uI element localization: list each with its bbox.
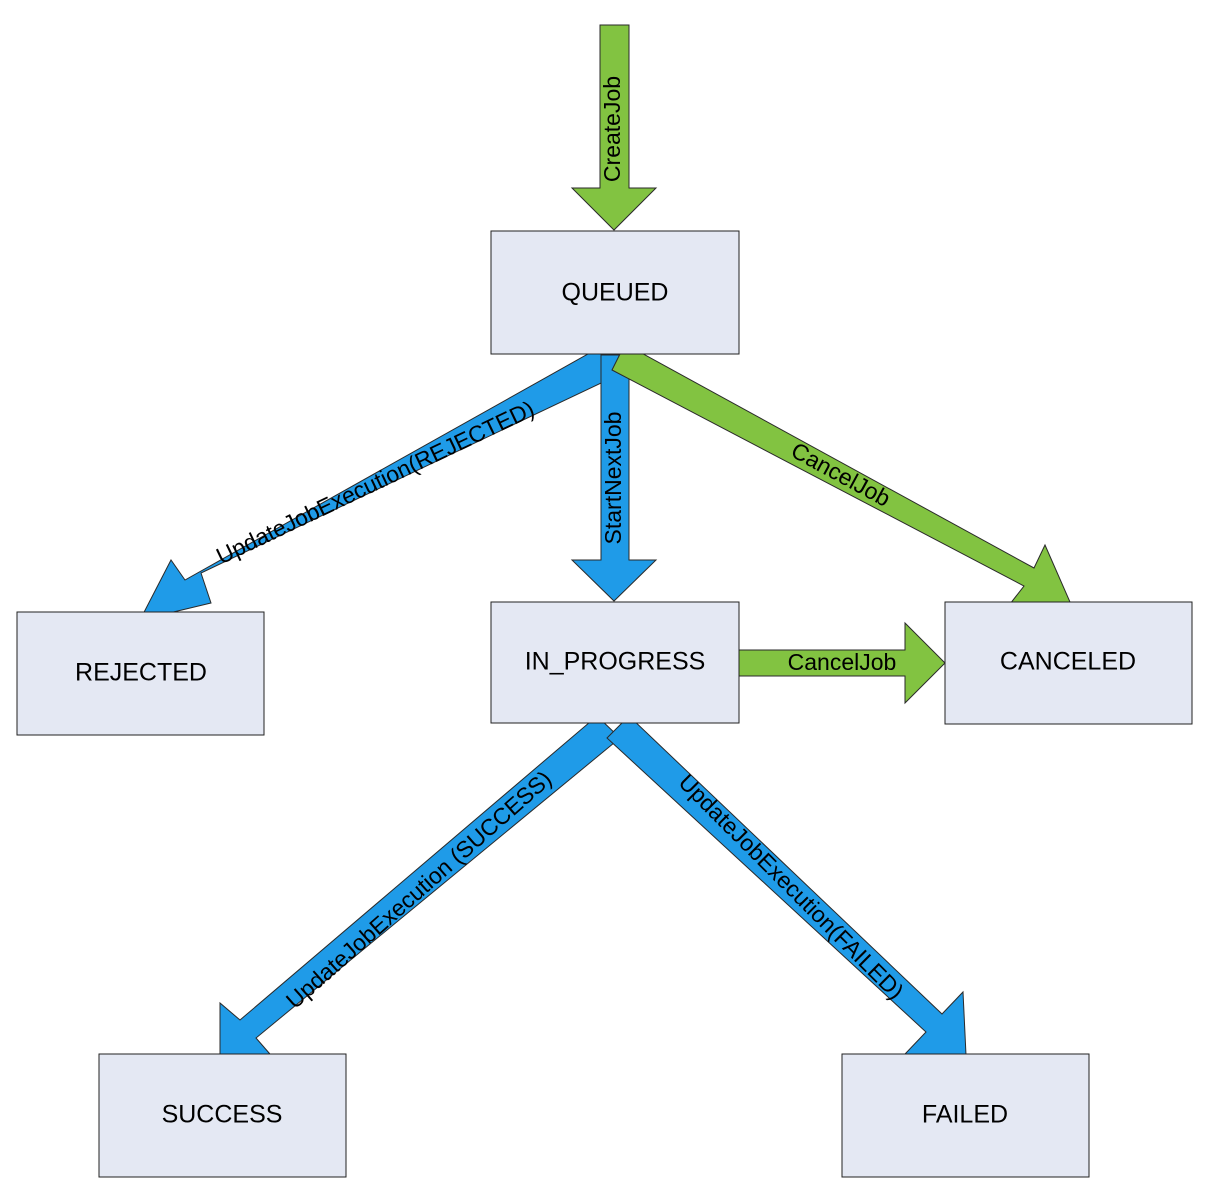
state-rejected-label: REJECTED [75, 659, 207, 687]
reject-label: UpdateJobExecution(REJECTED) [212, 395, 538, 569]
state-rejected-box [16, 611, 265, 736]
state-rejected: REJECTED [16, 611, 265, 736]
state-queued-box [490, 230, 740, 355]
state-queued-label: QUEUED [562, 279, 669, 307]
reject-arrow: UpdateJobExecution(REJECTED) [139, 344, 619, 621]
state-in-progress-box [490, 601, 740, 724]
state-success-box [98, 1053, 347, 1178]
state-in-progress-label: IN_PROGRESS [525, 648, 706, 676]
create-job-arrow: CreateJob [570, 24, 658, 231]
cancel-job-in-progress-arrow-shape [738, 621, 946, 705]
state-success-label: SUCCESS [162, 1101, 283, 1129]
state-failed-label: FAILED [922, 1101, 1008, 1129]
cancel-job-in-progress-label: CancelJob [788, 649, 897, 675]
state-canceled: CANCELED [944, 601, 1193, 725]
start-next-job-arrow-shape [570, 354, 658, 602]
state-canceled-box [944, 601, 1193, 725]
success-arrow: UpdateJobExecution (SUCCESS) [219, 715, 621, 1062]
start-next-job-arrow: StartNextJob [570, 354, 658, 602]
create-job-arrow-shape [570, 24, 658, 231]
state-failed: FAILED [841, 1053, 1090, 1178]
state-queued: QUEUED [490, 230, 740, 355]
failed-arrow: UpdateJobExecution(FAILED) [606, 715, 967, 1056]
cancel-job-in-progress-arrow: CancelJob [738, 621, 946, 705]
state-canceled-label: CANCELED [1000, 648, 1136, 676]
cancel-job-queued-label: CancelJob [787, 437, 895, 512]
state-in-progress: IN_PROGRESS [490, 601, 740, 724]
create-job-label: CreateJob [599, 76, 625, 182]
state-failed-box [841, 1053, 1090, 1178]
failed-label: UpdateJobExecution(FAILED) [674, 769, 909, 1004]
state-success: SUCCESS [98, 1053, 347, 1178]
start-next-job-label: StartNextJob [600, 412, 626, 545]
cancel-job-queued-arrow: CancelJob [611, 343, 1071, 605]
cancel-job-queued-arrow-shape [611, 343, 1071, 605]
success-label: UpdateJobExecution (SUCCESS) [281, 765, 557, 1013]
failed-arrow-shape [606, 715, 967, 1056]
